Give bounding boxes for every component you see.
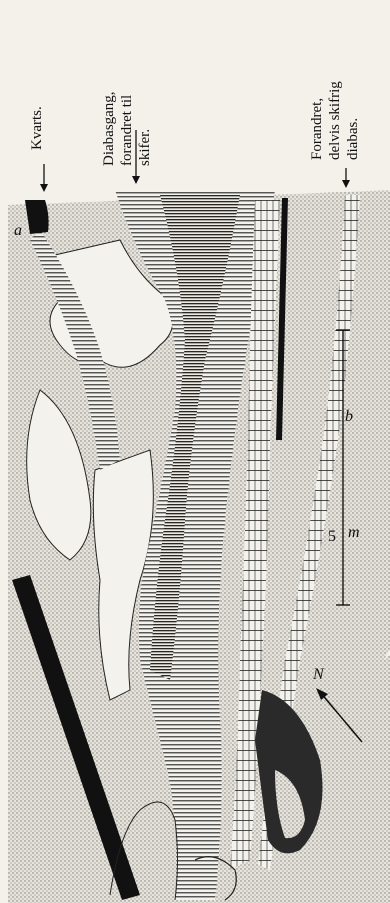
scale-value: 5 — [328, 528, 336, 546]
diabas-label-line2: forandret til — [118, 91, 136, 166]
forandret-label-line3: diabas. — [344, 81, 362, 160]
diabas-label-line3: skifer. — [136, 91, 154, 166]
kvarts-arrow — [40, 164, 48, 192]
forandret-label-line1: Forandret, — [308, 81, 326, 160]
forandret-label: Forandret, delvis skifrig diabas. — [308, 81, 362, 160]
point-label-a: a — [14, 222, 22, 240]
kvarts-label: Kvarts. — [28, 106, 46, 150]
kvarts-label-text: Kvarts. — [28, 106, 46, 150]
point-label-b: b — [345, 408, 353, 426]
scale-unit: m — [348, 524, 360, 542]
forandret-label-line2: delvis skifrig — [326, 81, 344, 160]
diabas-label: Diabasgang, forandret til skifer. — [100, 91, 154, 166]
diabas-label-line1: Diabasgang, — [100, 91, 118, 166]
forandret-arrow — [342, 168, 350, 188]
north-label: N — [313, 666, 324, 684]
